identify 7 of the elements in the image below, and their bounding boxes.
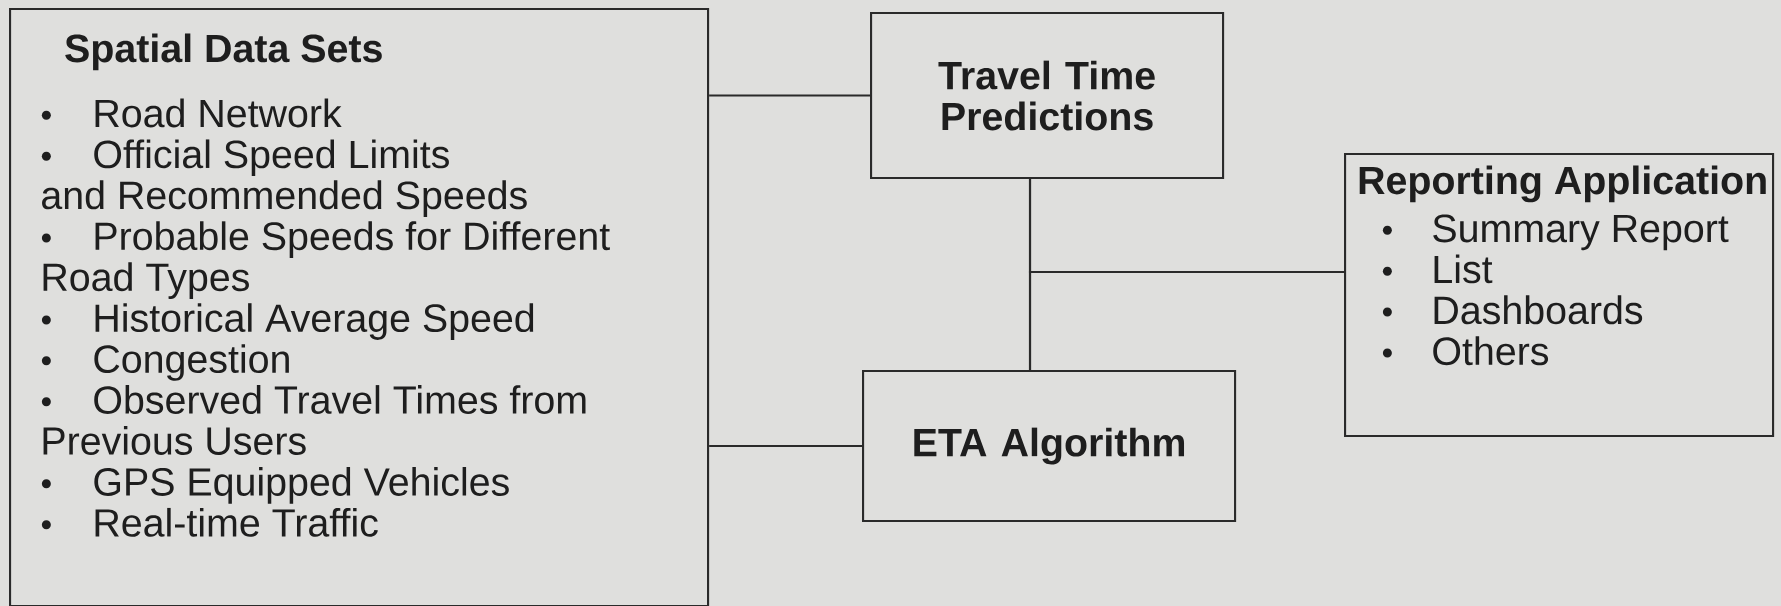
connector-line (709, 94, 870, 97)
connector-line (709, 445, 862, 448)
list-box: Reporting Application Summary Report List Dashboards Others (1344, 153, 1775, 438)
process-box: ETA Algorithm (862, 370, 1237, 523)
list-box: Spatial Data Sets Road Network Official Speed Limits and Recommended Speeds Probable Speeds for Different Road Types Historical Average Speed Congestion Observed Travel Times from Previous Users GPS Equipped Vehicles Real-time Traffic (9, 8, 710, 606)
connector-line (1028, 270, 1344, 370)
process-box: Travel Time Predictions (870, 12, 1225, 180)
